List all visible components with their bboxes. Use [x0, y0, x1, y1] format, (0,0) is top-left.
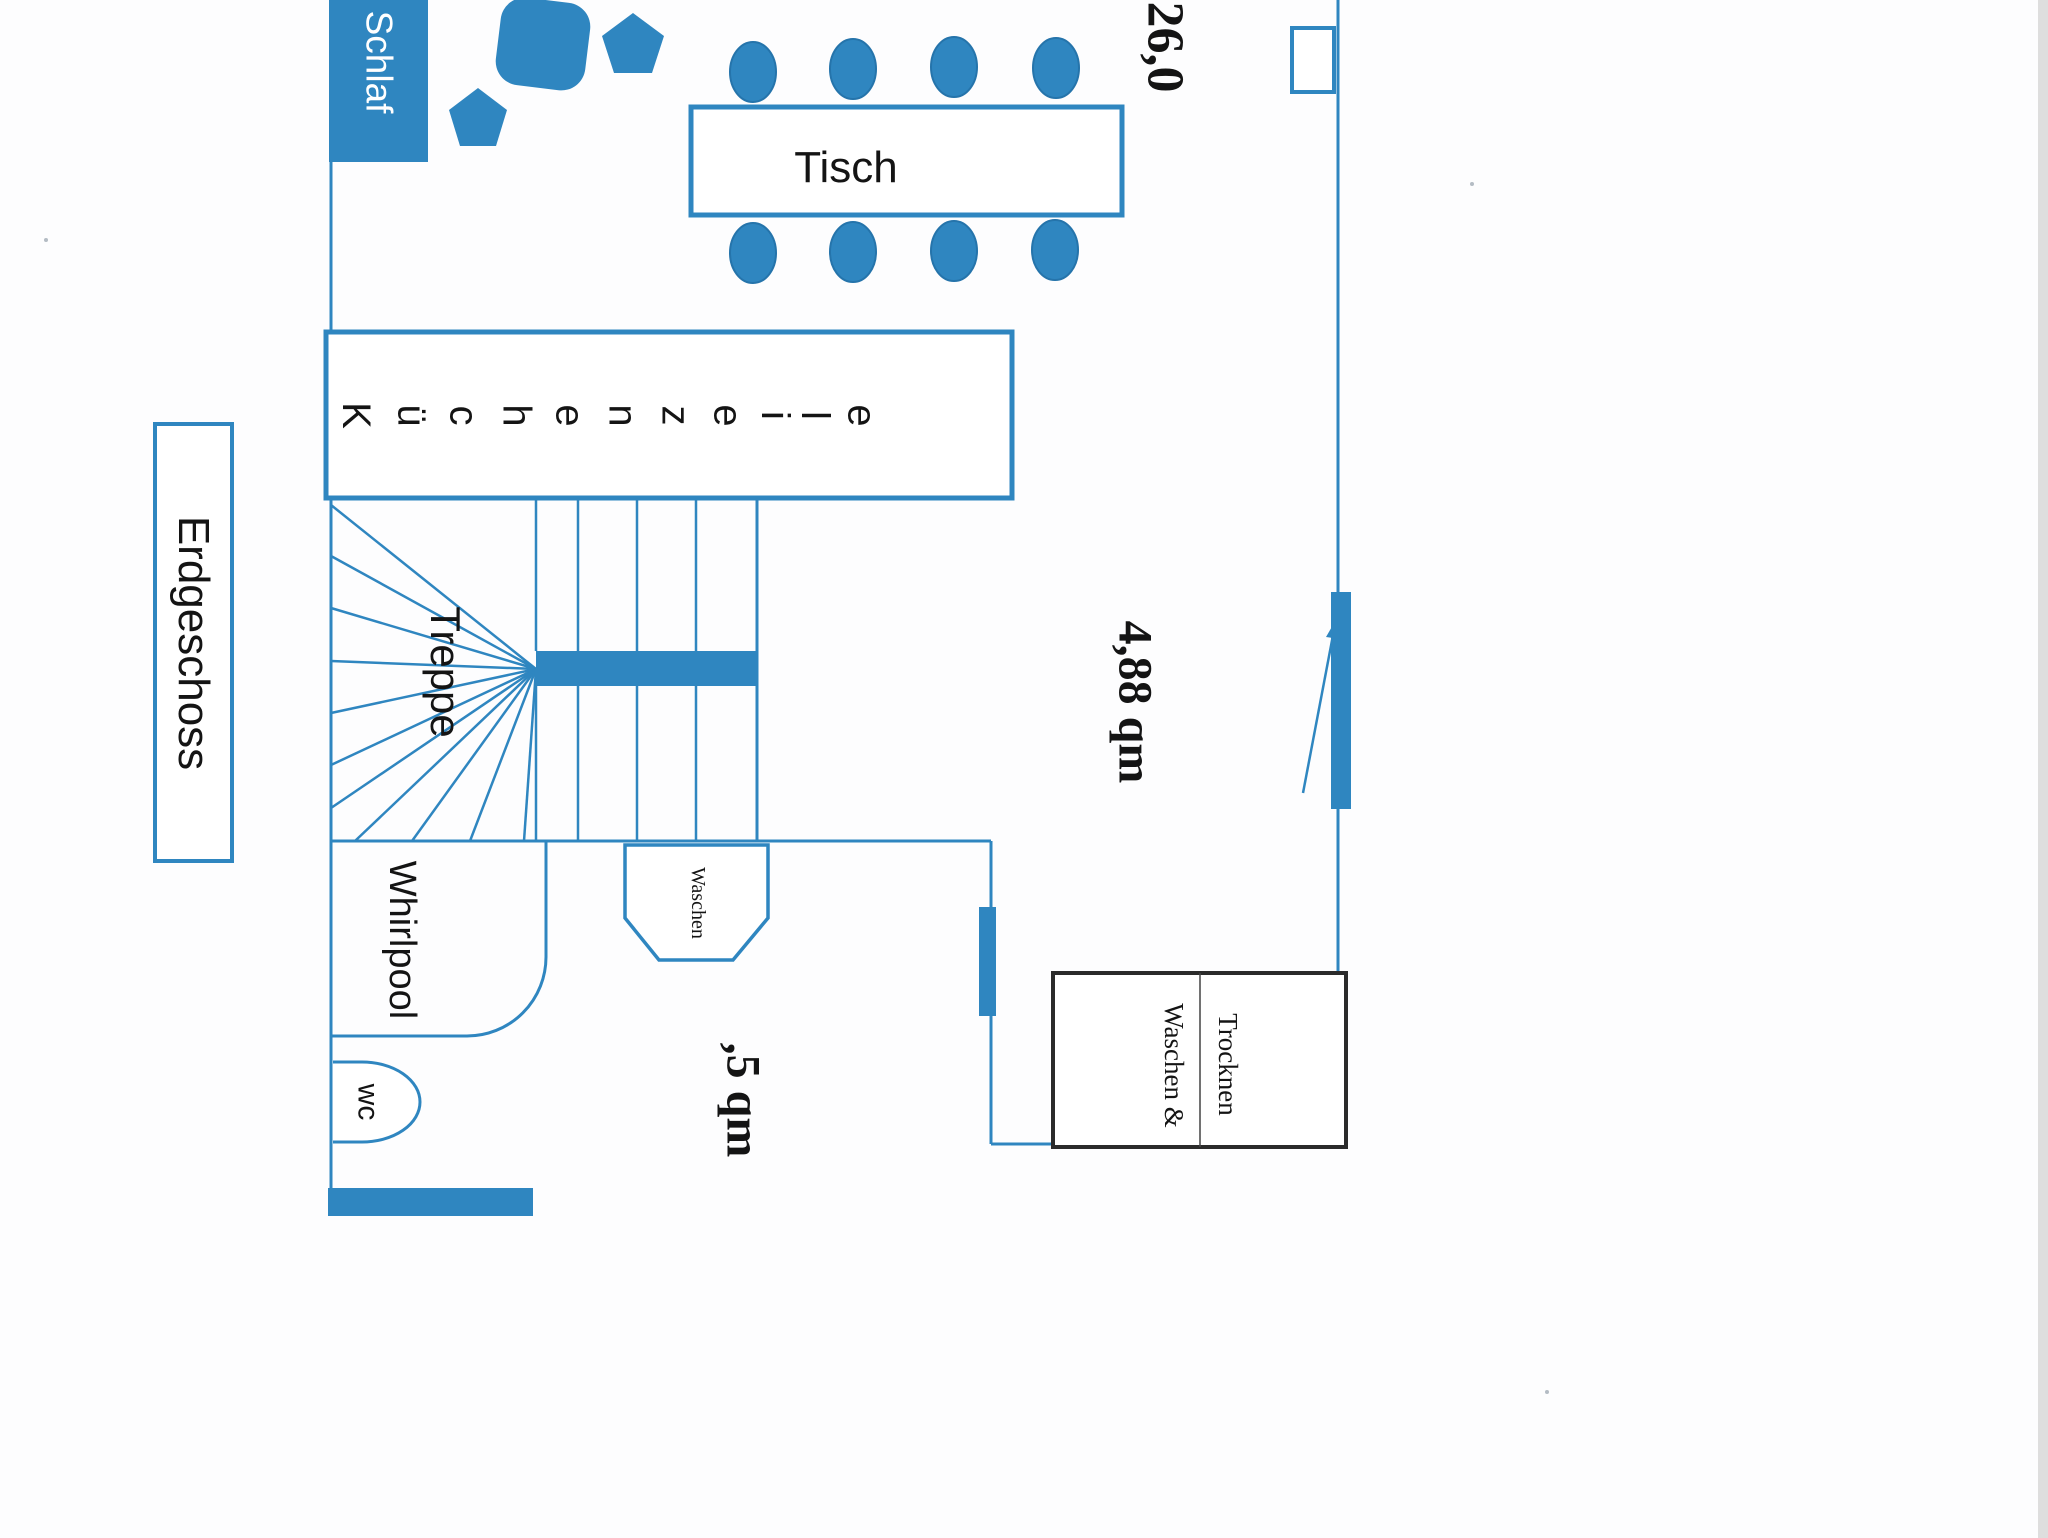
entry-arrow [1301, 618, 1340, 794]
kitchen-letter: e [705, 403, 750, 427]
window [1290, 26, 1336, 94]
kitchen-letter: K [333, 401, 378, 429]
wc-label: wc [350, 1083, 384, 1121]
floor-label-box [153, 422, 234, 863]
kitchen-letter: ü [389, 403, 434, 427]
stair-rail [536, 651, 756, 686]
scan-artifact [44, 238, 48, 242]
dining-table [688, 104, 1125, 218]
laundry-label-line2: Trocknen [1212, 1012, 1243, 1116]
bath-door [979, 907, 996, 1016]
washer-unit [623, 843, 770, 962]
armchair [495, 0, 591, 91]
stool-2 [449, 88, 507, 146]
stairs-label: Treppe [422, 606, 469, 738]
whirlpool-label: Whirlpool [381, 860, 424, 1020]
kitchen-letter: z [653, 405, 698, 425]
scan-artifact [1545, 1390, 1549, 1394]
door-swing-arc [466, 956, 548, 1038]
bedroom-label: Schlaf [358, 10, 400, 114]
area-bottom-partial: ,5 qm [716, 1042, 769, 1158]
chairs [729, 36, 1080, 284]
bottom-door [328, 1188, 533, 1216]
kitchen-letter: l [792, 410, 837, 420]
kitchen-letter: h [494, 403, 539, 427]
laundry-box [1051, 971, 1348, 1149]
washer-label: Waschen [687, 867, 710, 939]
wc-fixture [333, 1060, 422, 1144]
kitchen-unit [323, 329, 1015, 501]
kitchen-letter: c [441, 405, 486, 425]
kitchen-letter: n [601, 403, 646, 427]
stool-1 [602, 13, 664, 73]
laundry-label-line1: Waschen & [1158, 1002, 1189, 1128]
kitchen-letter: e [547, 403, 592, 427]
kitchen-letter: i [752, 410, 797, 420]
entry-door [1331, 592, 1351, 809]
stairs [330, 497, 698, 842]
scan-artifact [1470, 182, 1474, 186]
bedroom-label-box: Schlaf [329, 0, 428, 162]
area-middle: 4,88 qm [1108, 620, 1161, 784]
floor-label: Erdgeschoss [169, 515, 219, 770]
table-label: Tisch [794, 143, 898, 192]
kitchen-letter: e [839, 403, 884, 427]
area-top-right: 26,0 [1136, 1, 1193, 93]
walls [329, 0, 1340, 1213]
scan-page-edge [2038, 0, 2048, 1538]
